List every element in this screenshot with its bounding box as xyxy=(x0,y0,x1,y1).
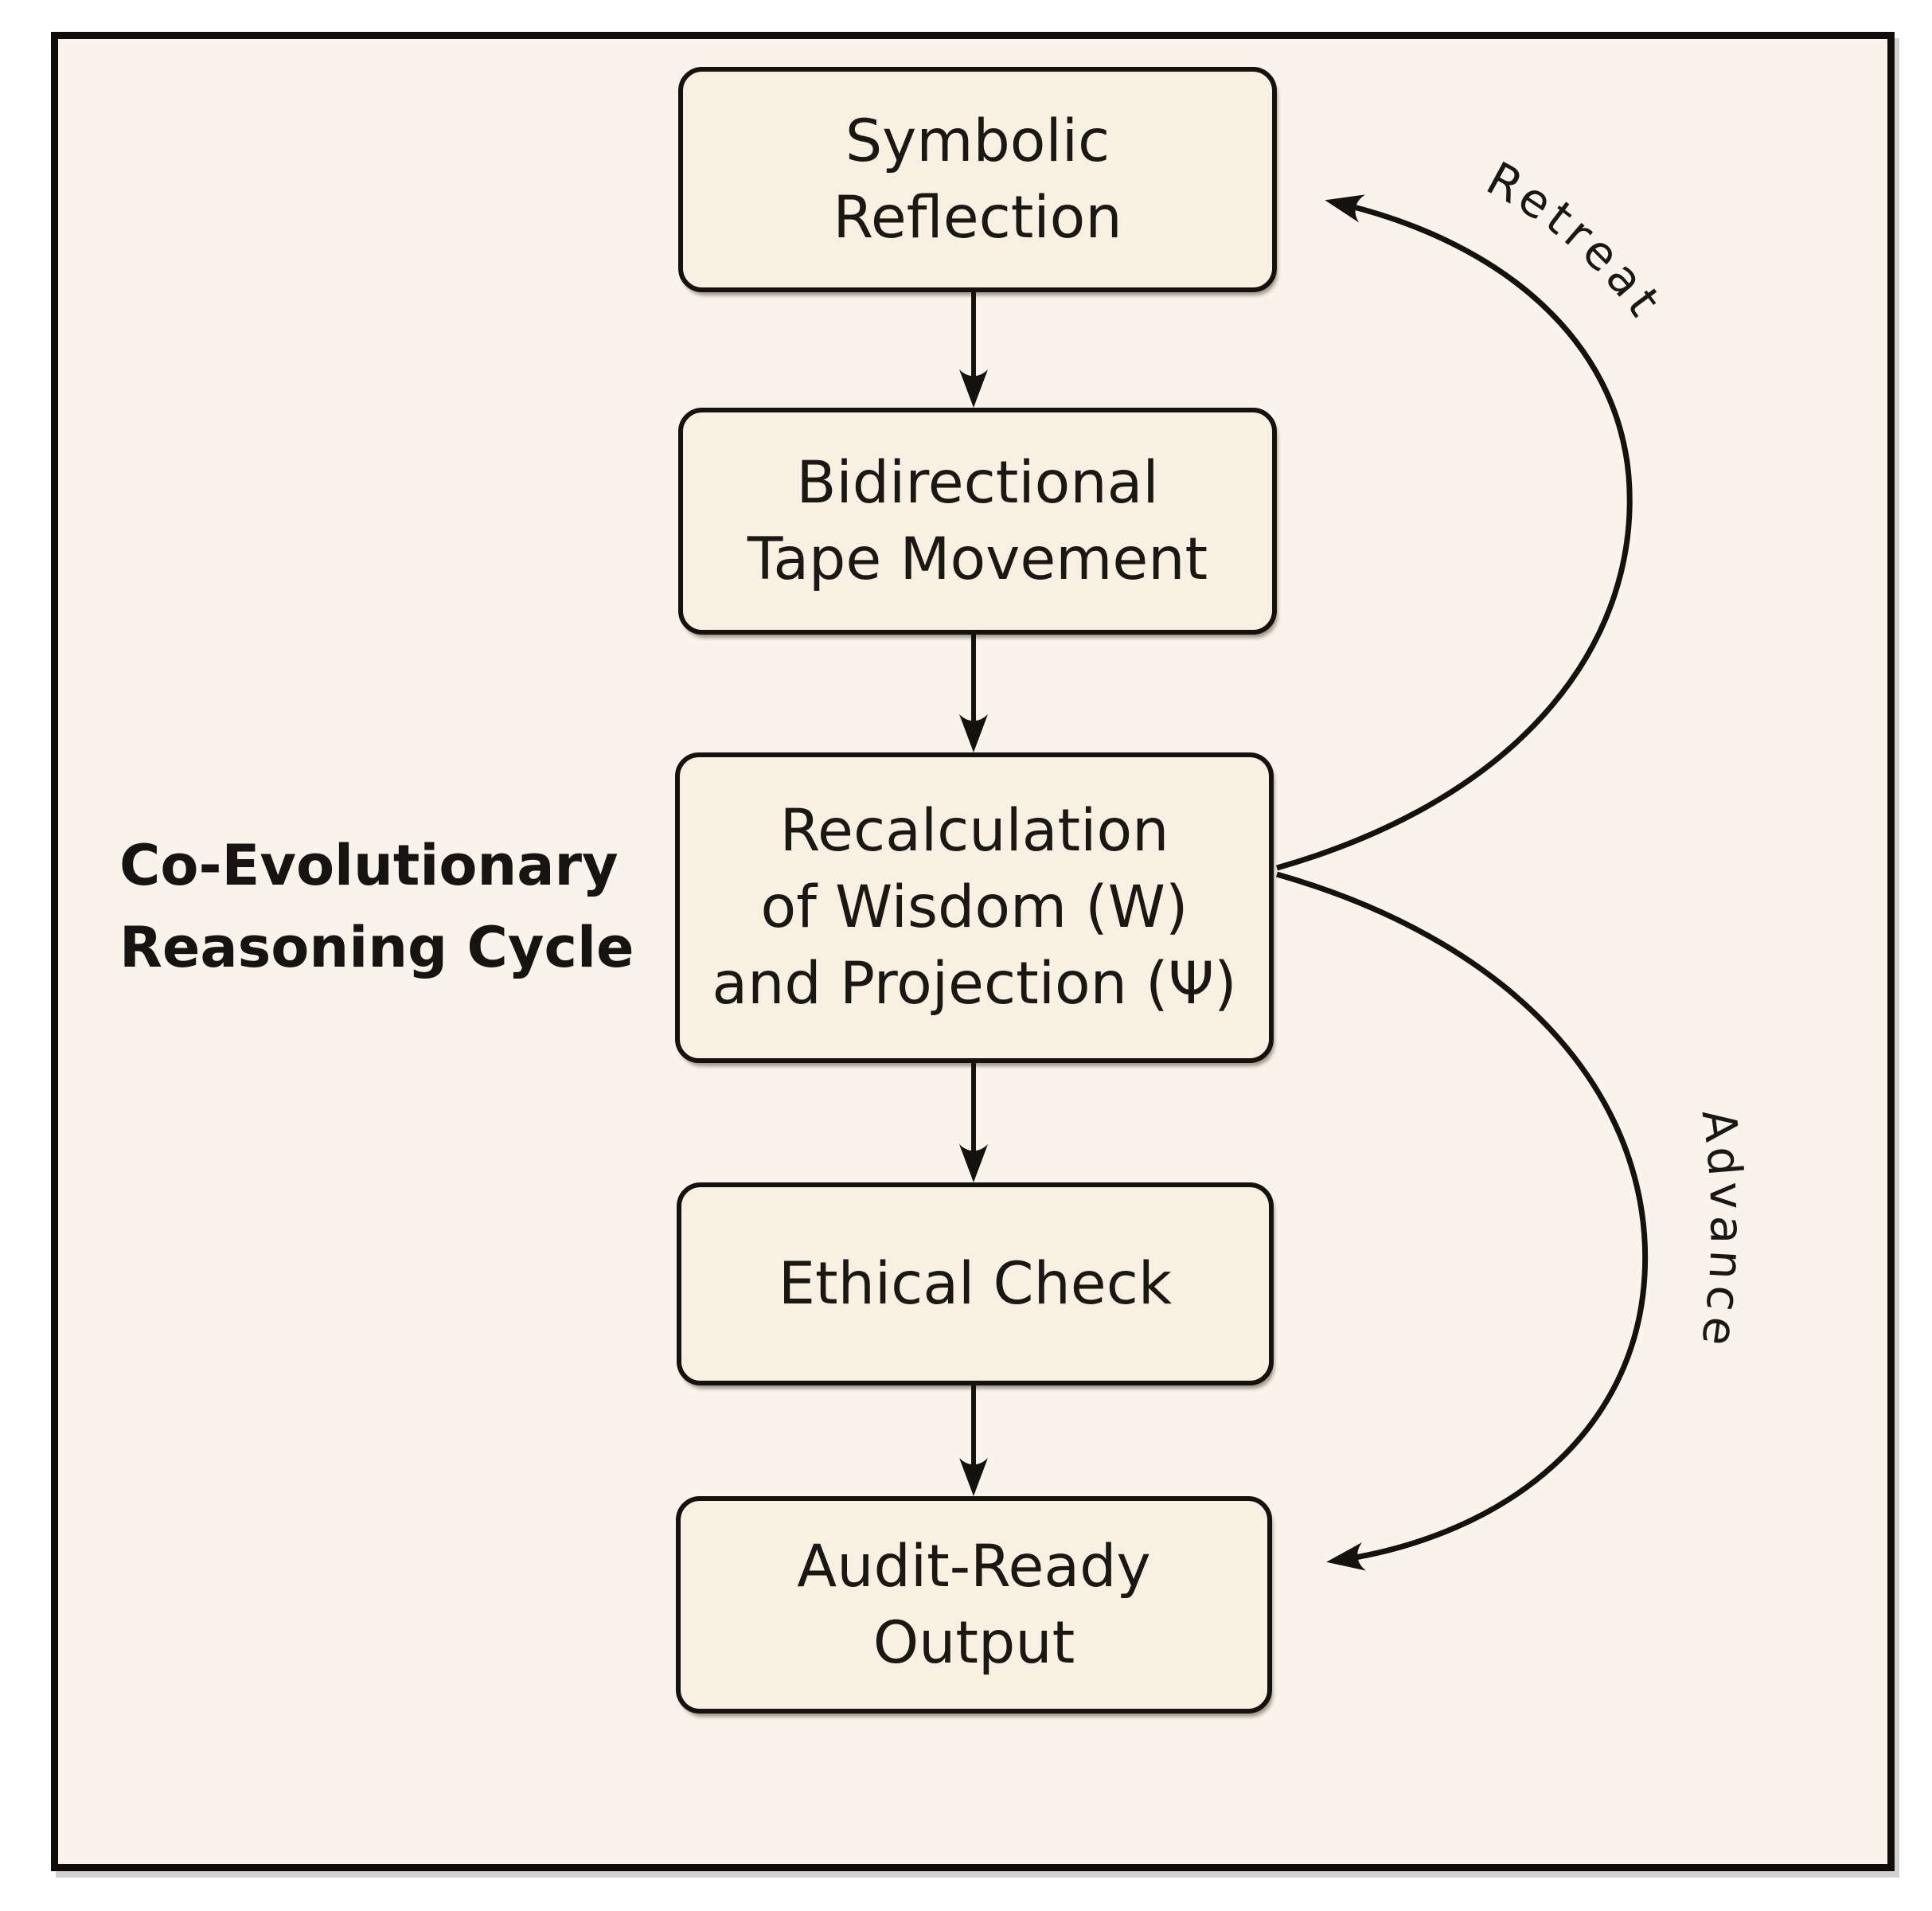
diagram-title-line1: Co-Evolutionary xyxy=(119,833,619,898)
node-label-line: Output xyxy=(872,1608,1075,1677)
node-recalculation: Recalculation of Wisdom (W) and Projecti… xyxy=(675,752,1274,1063)
diagram-title: Co-Evolutionary Reasoning Cycle xyxy=(119,825,634,989)
node-label-line: Recalculation xyxy=(779,797,1169,865)
node-symbolic-reflection: Symbolic Reflection xyxy=(678,67,1277,292)
node-label-line: Reflection xyxy=(833,183,1122,252)
advance-arc-label: Advance xyxy=(1690,1106,1754,1354)
node-label-line: Symbolic xyxy=(845,107,1110,175)
node-label-line: of Wisdom (W) xyxy=(760,873,1188,941)
node-ethical-check: Ethical Check xyxy=(677,1182,1274,1385)
node-label-line: Tape Movement xyxy=(747,525,1208,593)
node-label-line: and Projection (Ψ) xyxy=(712,950,1237,1018)
node-label-line: Audit-Ready xyxy=(797,1532,1151,1600)
node-bidirectional-tape-movement: Bidirectional Tape Movement xyxy=(678,408,1277,635)
retreat-arc-label: Retreat xyxy=(1478,151,1675,330)
retreat-arc xyxy=(1276,194,1633,871)
advance-arc xyxy=(1276,871,1649,1571)
node-audit-ready-output: Audit-Ready Output xyxy=(676,1496,1272,1714)
node-label-line: Ethical Check xyxy=(778,1249,1173,1318)
node-label-line: Bidirectional xyxy=(796,448,1159,517)
diagram-title-line2: Reasoning Cycle xyxy=(119,915,634,980)
